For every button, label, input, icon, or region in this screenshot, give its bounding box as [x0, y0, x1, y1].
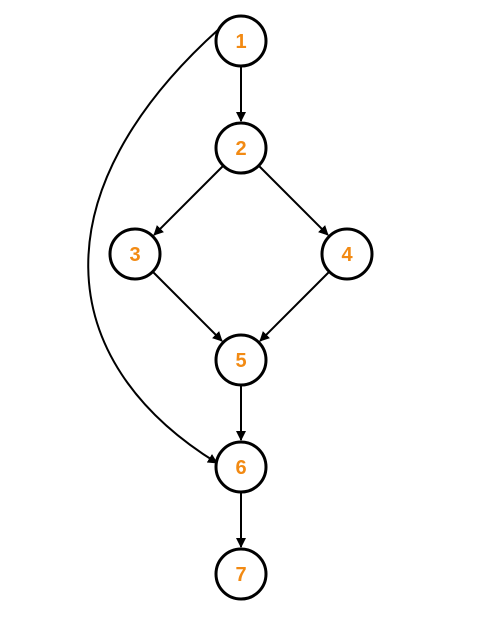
node-7-circle [214, 547, 268, 601]
node-1-circle [214, 14, 268, 68]
node-6-circle [214, 440, 268, 494]
edge-3-to-5 [152, 271, 223, 342]
node-1-label: 1 [235, 31, 246, 53]
edge-1-to-6 [87, 28, 220, 464]
node-1: 1 [214, 14, 268, 68]
node-2: 2 [214, 121, 268, 175]
node-6-label: 6 [235, 457, 246, 479]
node-7-label: 7 [235, 564, 246, 586]
node-2-circle [214, 121, 268, 175]
node-4-label: 4 [341, 244, 353, 266]
node-2-label: 2 [235, 138, 246, 160]
edge-2-to-3 [153, 165, 224, 236]
node-4-circle [320, 227, 374, 281]
node-3-label: 3 [129, 244, 140, 266]
node-7: 7 [214, 547, 268, 601]
node-3: 3 [108, 227, 162, 281]
node-5-label: 5 [235, 350, 246, 372]
edge-2-to-4 [258, 165, 329, 236]
node-5-circle [214, 333, 268, 387]
node-3-circle [108, 227, 162, 281]
nodes-layer: 1 2 3 4 5 6 7 [108, 14, 374, 601]
node-5: 5 [214, 333, 268, 387]
node-6: 6 [214, 440, 268, 494]
edge-4-to-5 [259, 271, 330, 342]
edges-layer [87, 28, 330, 548]
node-4: 4 [320, 227, 374, 281]
